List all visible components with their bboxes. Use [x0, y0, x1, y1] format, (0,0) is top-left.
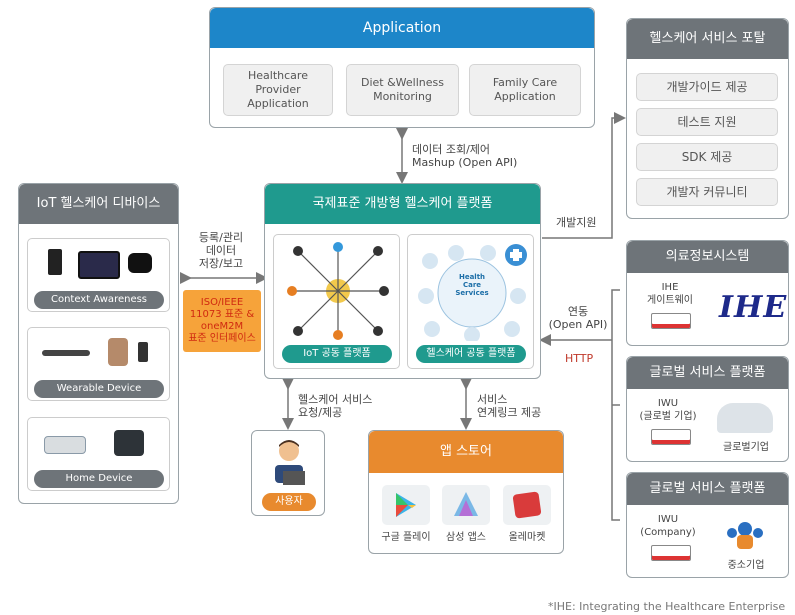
app-store-panel: 앱 스토어 구글 플레이 삼성 앱스 올레마켓: [368, 430, 564, 554]
portal-item-community-label: 개발자 커뮤니티: [666, 185, 748, 199]
standard-interface-text: ISO/IEEE 11073 표준 & oneM2M 표준 인터페이스: [188, 297, 256, 344]
server-icon: [651, 429, 691, 445]
samsung-apps-icon: [442, 485, 490, 525]
label-http: HTTP: [565, 352, 594, 365]
app-card-healthcare[interactable]: Healthcare Provider Application: [223, 64, 333, 116]
portal-item-sdk-label: SDK 제공: [681, 150, 733, 164]
global2-title: 글로벌 서비스 플랫폼: [627, 473, 788, 505]
device-group-context: Context Awareness: [27, 238, 170, 312]
label-data-query: 데이터 조회/제어 Mashup (Open API): [412, 143, 518, 169]
phone-icon: [138, 342, 148, 362]
portal-item-sdk[interactable]: SDK 제공: [636, 143, 778, 171]
tablet-icon: [78, 251, 120, 279]
server-icon: [651, 545, 691, 561]
device-group-home: Home Device: [27, 417, 170, 491]
user-panel: 사용자: [251, 430, 325, 516]
device-group-home-label: Home Device: [34, 470, 164, 488]
healthcare-services-icon: [418, 244, 527, 341]
healthcare-platform-label: 헬스케어 공동 플랫폼: [416, 345, 526, 363]
app-store-title: 앱 스토어: [369, 431, 563, 473]
portal-item-dev-guide-label: 개발가이드 제공: [666, 80, 748, 94]
arrow-dev-support: [542, 112, 626, 239]
app-card-diet[interactable]: Diet &Wellness Monitoring: [346, 64, 459, 116]
global2-iwu-label: IWU (Company): [640, 514, 696, 538]
device-group-wearable: Wearable Device: [27, 327, 170, 401]
portal-title: 헬스케어 서비스 포탈: [627, 19, 788, 59]
application-title: Application: [210, 8, 594, 48]
app-card-family-label: Family Care Application: [492, 76, 558, 103]
portal-panel: 헬스케어 서비스 포탈 개발가이드 제공 테스트 지원 SDK 제공 개발자 커…: [626, 18, 789, 219]
platform-panel: 국제표준 개방형 헬스케어 플랫폼 IoT 공동 플랫폼: [264, 183, 541, 379]
label-service-link: 서비스 연계링크 제공: [477, 393, 542, 419]
smartphone-icon: [48, 249, 62, 275]
blood-pressure-monitor-icon: [44, 436, 86, 454]
application-panel: Application Healthcare Provider Applicat…: [209, 7, 595, 128]
portal-item-test-support[interactable]: 테스트 지원: [636, 108, 778, 136]
global-company-icon: [717, 403, 773, 433]
label-service-request: 헬스케어 서비스 요청/제공: [298, 393, 373, 419]
smart-glasses-icon: [42, 350, 90, 356]
portal-item-test-support-label: 테스트 지원: [677, 115, 737, 129]
app-card-diet-label: Diet &Wellness Monitoring: [361, 76, 444, 103]
store-olleh-market[interactable]: 올레마켓: [500, 485, 554, 545]
global1-title: 글로벌 서비스 플랫폼: [627, 357, 788, 389]
portal-item-dev-guide[interactable]: 개발가이드 제공: [636, 73, 778, 101]
portal-item-community[interactable]: 개발자 커뮤니티: [636, 178, 778, 206]
app-card-healthcare-label: Healthcare Provider Application: [247, 69, 309, 110]
healthcare-center-label: Health Care Services: [455, 273, 489, 297]
global1-company-label: 글로벌기업: [723, 442, 769, 453]
iot-devices-panel: IoT 헬스케어 디바이스 Context Awareness Wearable…: [18, 183, 179, 504]
medical-title: 의료정보시스템: [627, 241, 788, 273]
store-samsung-apps-label: 삼성 앱스: [446, 532, 486, 543]
app-card-family[interactable]: Family Care Application: [469, 64, 581, 116]
device-group-wearable-label: Wearable Device: [34, 380, 164, 398]
label-register: 등록/관리 데이터 저장/보고: [198, 231, 244, 270]
platform-title: 국제표준 개방형 헬스케어 플랫폼: [265, 184, 540, 224]
google-play-icon: [382, 485, 430, 525]
device-group-context-label: Context Awareness: [34, 291, 164, 309]
scale-icon: [114, 430, 144, 456]
label-dev-support: 개발지원: [556, 216, 597, 229]
store-olleh-market-label: 올레마켓: [508, 532, 546, 543]
ihe-logo: IHE: [719, 290, 788, 325]
global2-panel: 글로벌 서비스 플랫폼 IWU (Company) 중소기업: [626, 472, 789, 578]
standard-interface-box: ISO/IEEE 11073 표준 & oneM2M 표준 인터페이스: [183, 290, 261, 352]
mascot-icon: [727, 522, 763, 549]
iot-platform-label: IoT 공동 플랫폼: [282, 345, 392, 363]
user-label: 사용자: [262, 493, 316, 511]
healthcare-platform-box: Health Care Services 헬스케어 공동 플랫폼: [407, 234, 534, 369]
store-google-play-label: 구글 플레이: [381, 532, 431, 543]
user-avatar-icon: [275, 440, 305, 485]
server-icon: [651, 313, 691, 329]
medical-panel: 의료정보시스템 IHE 게이트웨이 IHE: [626, 240, 789, 346]
store-google-play[interactable]: 구글 플레이: [379, 485, 433, 545]
global2-company-label: 중소기업: [727, 560, 765, 571]
iot-platform-box: IoT 공동 플랫폼: [273, 234, 400, 369]
global1-iwu-label: IWU (글로벌 기업): [639, 398, 697, 422]
olleh-market-icon: [503, 485, 551, 525]
watch-icon: [128, 253, 152, 273]
fitness-person-icon: [108, 338, 128, 366]
store-samsung-apps[interactable]: 삼성 앱스: [439, 485, 493, 545]
medical-gateway-label: IHE 게이트웨이: [647, 282, 693, 306]
iot-network-icon: [287, 242, 389, 340]
label-link: 연동 (Open API): [548, 305, 608, 331]
iot-devices-title: IoT 헬스케어 디바이스: [19, 184, 178, 224]
global1-panel: 글로벌 서비스 플랫폼 IWU (글로벌 기업) 글로벌기업: [626, 356, 789, 462]
footnote: *IHE: Integrating the Healthcare Enterpr…: [548, 600, 786, 613]
